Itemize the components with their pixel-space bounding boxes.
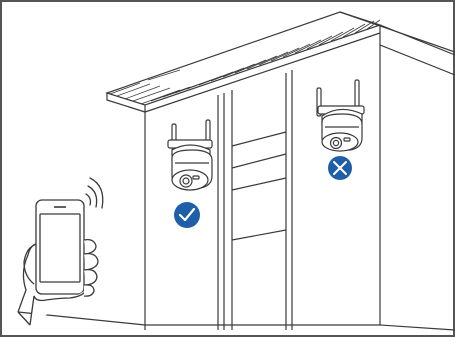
- security-camera: [317, 80, 364, 151]
- roof-overhang: [107, 12, 455, 112]
- cross-icon: [328, 156, 352, 180]
- check-icon: [174, 202, 200, 228]
- wifi-signal-icon: [86, 178, 103, 208]
- security-camera: [168, 120, 212, 190]
- phone-in-hand: [18, 200, 98, 325]
